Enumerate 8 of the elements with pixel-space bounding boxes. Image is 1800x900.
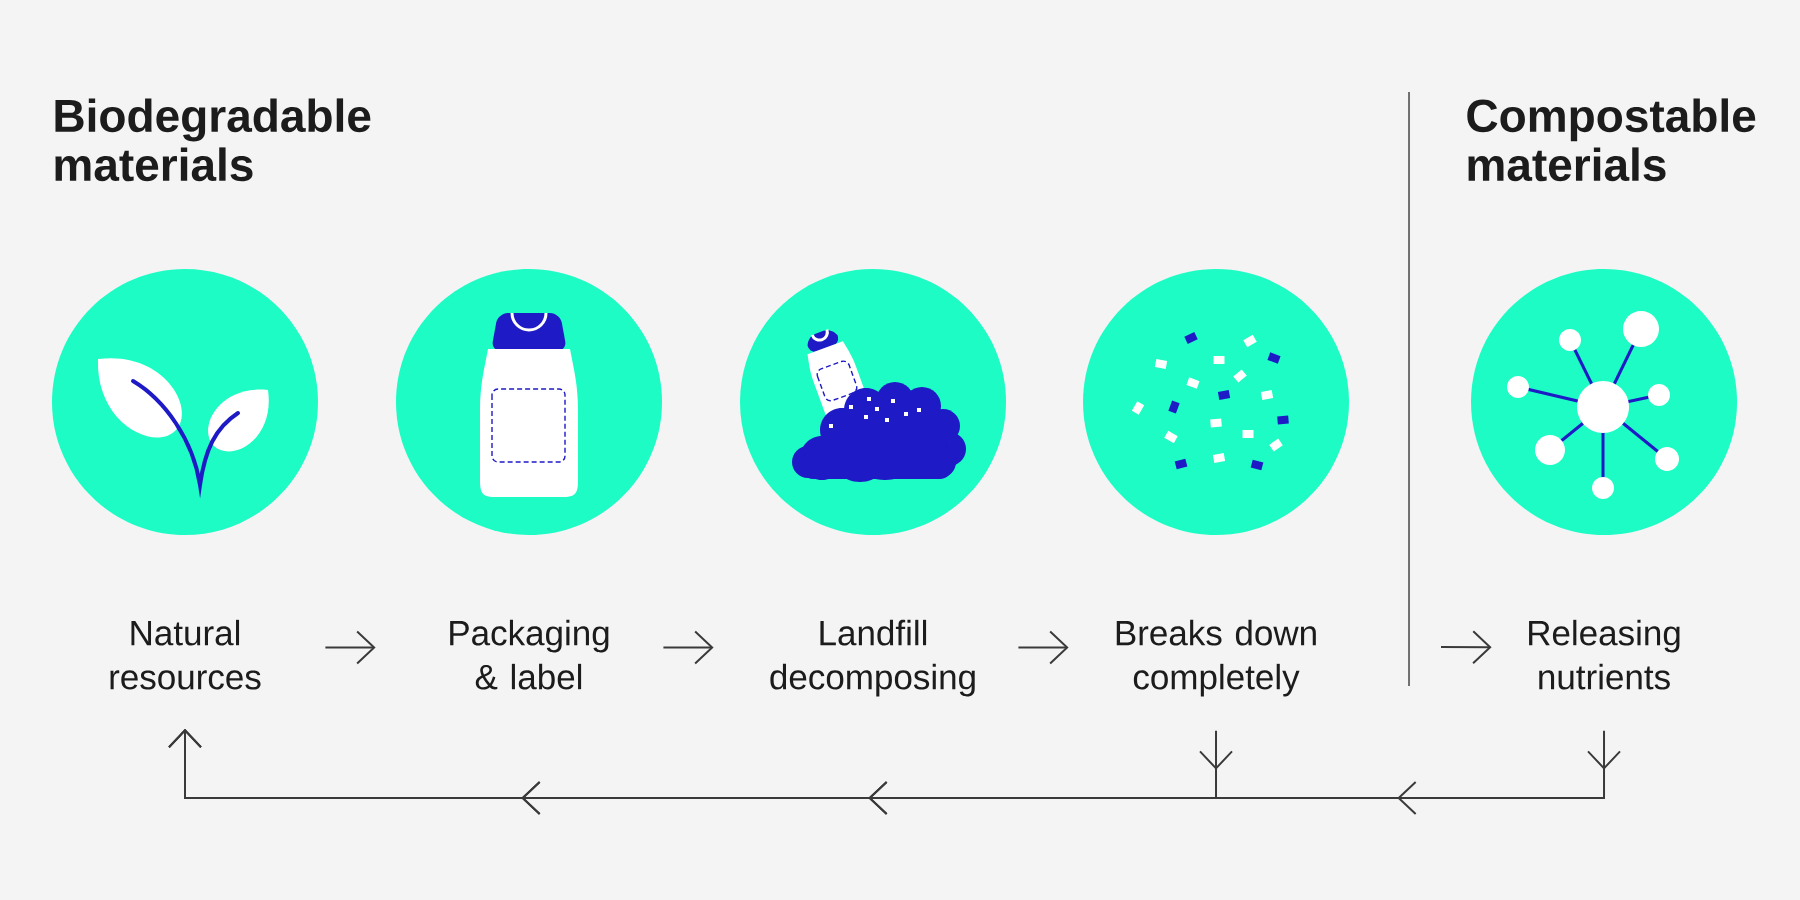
heading: Biodegradable materials [55, 98, 371, 182]
heading: Compostable materials [1467, 98, 1756, 182]
step-label: Landfill decomposing [770, 619, 975, 697]
step-label: Breaks down completely [1116, 619, 1316, 697]
step-label: Packaging & label [450, 619, 609, 690]
step-label: Natural resources [110, 619, 261, 690]
elbow-arrow [168, 728, 1621, 815]
step-label: Releasing nutrients [1529, 619, 1680, 690]
